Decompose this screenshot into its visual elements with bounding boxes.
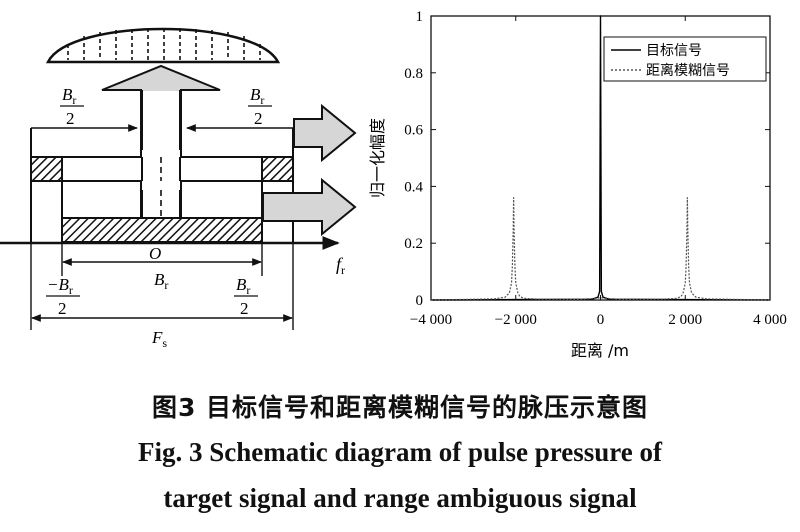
x-tick-label: −2 000: [495, 312, 537, 328]
legend-label-ambiguous: 距离模糊信号: [646, 62, 730, 79]
x-tick-label: 2 000: [668, 312, 702, 328]
y-tick-label: 0.8: [404, 66, 423, 82]
label-br-half-right: Br 2: [248, 85, 272, 128]
schematic: Br 2 Br 2 O fr Br −Br 2 Br 2 Fs: [0, 27, 357, 350]
y-tick-label: 0.4: [404, 179, 423, 195]
svg-text:Br: Br: [236, 275, 250, 297]
legend-box: [603, 36, 767, 82]
label-minus-br-half: −Br 2: [46, 275, 80, 318]
dome-dashes: [67, 28, 261, 60]
y-tick-label: 0.2: [404, 236, 423, 252]
label-fs: Fs: [151, 328, 167, 350]
svg-text:2: 2: [240, 299, 249, 318]
x-ticks: −4 000 −2 000 0 2 000 4 000: [410, 16, 787, 328]
svg-text:Br: Br: [62, 85, 76, 107]
x-tick-label: 4 000: [753, 312, 787, 328]
compressed-pulse-dome: [45, 27, 281, 64]
label-origin: O: [149, 244, 161, 263]
svg-text:2: 2: [58, 299, 67, 318]
y-tick-label: 1: [416, 9, 424, 25]
x-tick-label: 0: [597, 312, 605, 328]
svg-text:2: 2: [254, 109, 263, 128]
chart: 0 0.2 0.4 0.6 0.8 1 −4 000 −2 000 0 2 000 4 000 归…: [368, 9, 787, 360]
series: [430, 15, 771, 301]
label-br-half-left: Br 2: [60, 85, 84, 128]
legend-label-target: 目标信号: [646, 43, 702, 59]
x-axis-label: 距离 /m: [571, 341, 629, 360]
y-axis-label: 归一化幅度: [368, 118, 387, 198]
right-arrow-icon: [262, 177, 357, 237]
caption-english-line1: Fig. 3 Schematic diagram of pulse pressu…: [138, 437, 662, 467]
svg-text:−Br: −Br: [47, 275, 73, 297]
target-band: [61, 217, 263, 243]
label-br: Br: [154, 270, 168, 292]
caption-english-line2: target signal and range ambiguous signal: [163, 483, 637, 513]
series-line-target: [430, 15, 771, 301]
right-arrow-icon: [293, 103, 357, 163]
y-tick-label: 0: [416, 293, 424, 309]
x-tick-label: −4 000: [410, 312, 452, 328]
label-br-half-bottom: Br 2: [234, 275, 258, 318]
legend: 目标信号 距离模糊信号: [603, 36, 767, 82]
svg-text:Br: Br: [250, 85, 264, 107]
caption-chinese: 图3 目标信号和距离模糊信号的脉压示意图: [151, 393, 649, 422]
label-fr: fr: [336, 254, 345, 277]
svg-text:2: 2: [66, 109, 75, 128]
y-tick-label: 0.6: [404, 123, 423, 139]
